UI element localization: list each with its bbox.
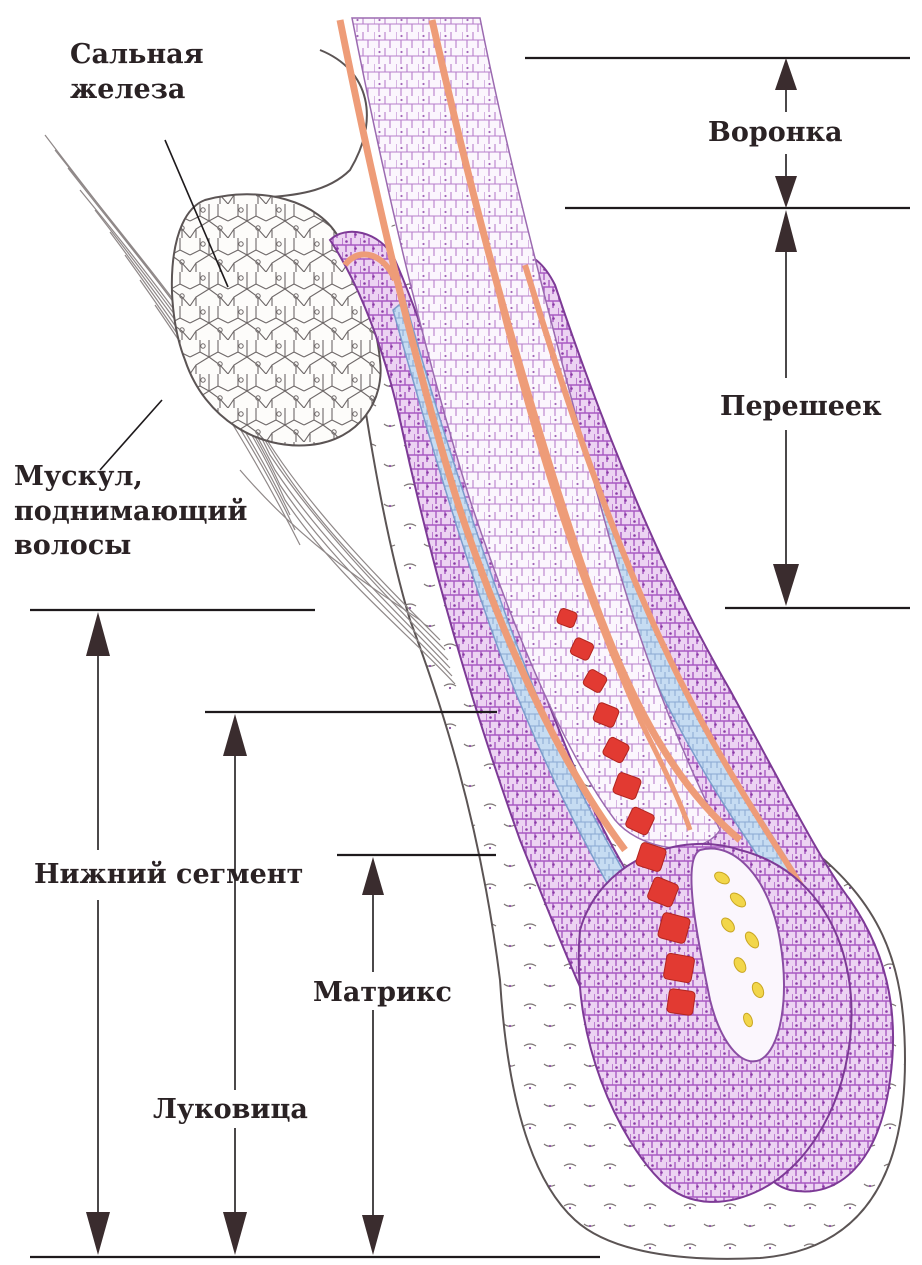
label-bulb: Луковица	[153, 1093, 308, 1128]
label-sebaceous-gland: Сальная железа	[70, 38, 204, 107]
label-isthmus: Перешеек	[720, 390, 882, 425]
label-matrix: Матрикс	[313, 976, 452, 1011]
label-muscle-line1: Мускул,	[14, 460, 247, 495]
arrow-up-icon	[223, 714, 247, 756]
arrow-down-icon	[775, 176, 797, 208]
arrow-up-icon	[775, 58, 797, 90]
label-sebaceous-gland-line2: железа	[70, 73, 204, 108]
label-sebaceous-gland-line1: Сальная	[70, 38, 204, 73]
arrow-up-icon	[775, 210, 797, 252]
label-lower-segment: Нижний сегмент	[34, 858, 303, 893]
label-muscle-line2: поднимающий	[14, 495, 247, 530]
label-muscle-line3: волосы	[14, 529, 247, 564]
label-funnel: Воронка	[708, 116, 842, 151]
label-muscle: Мускул, поднимающий волосы	[14, 460, 247, 564]
arrow-up-icon	[362, 857, 384, 895]
arrow-down-icon	[223, 1212, 247, 1255]
arrow-down-icon	[773, 564, 799, 606]
arrow-down-icon	[86, 1212, 110, 1255]
arrow-down-icon	[362, 1215, 384, 1255]
arrow-up-icon	[86, 612, 110, 656]
